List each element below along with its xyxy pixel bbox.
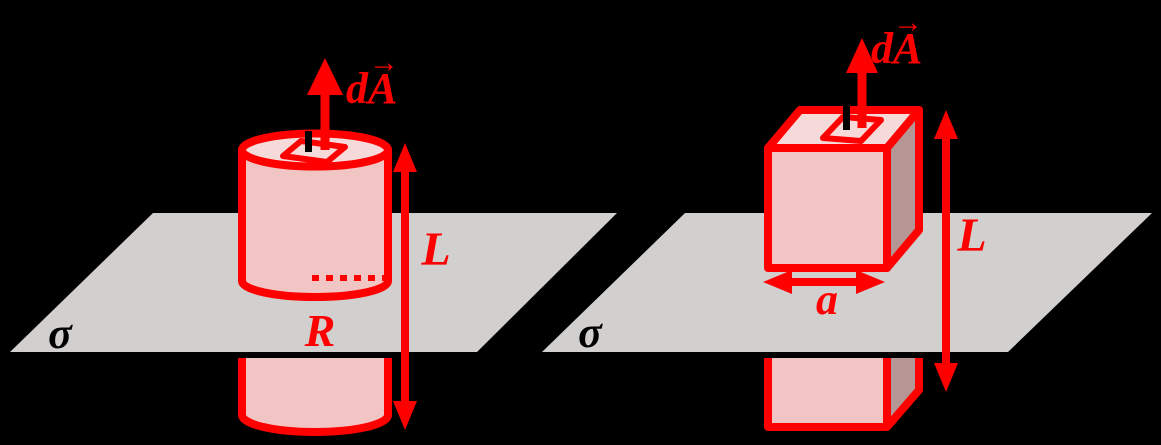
left-length-label: L [420,223,450,276]
left-length-arrow-head-top [393,143,417,172]
left-cylinder-lower-body [242,358,388,432]
right-sigma-label: σ [578,308,603,357]
left-area-vector-label: dA [346,64,397,113]
left-cylinder-top-cap [238,129,392,171]
left-radius-label: R [304,305,336,356]
right-length-arrow-head-top [934,110,958,139]
right-area-vector-arrow [846,38,878,128]
right-area-vector-overbar: → [893,6,923,39]
right-length-arrow [934,110,958,392]
right-box-front-face [764,144,891,272]
right-length-arrow-head-bottom [934,363,958,392]
right-box-lower-front [768,358,887,427]
right-area-element-normal-stub [843,104,850,130]
left-cylinder-lower-outline [238,358,392,436]
left-cylinder-body [238,146,392,301]
left-area-vector-overbar: → [369,46,399,79]
left-area-element-normal-stub [305,131,312,152]
right-area-vector-head [846,38,878,73]
left-length-arrow-head-bottom [393,401,417,430]
left-cylinder-lower [238,358,392,436]
right-side-length-label: a [816,275,838,324]
left-cylinder-upper [238,129,392,301]
right-area-vector-label: dA [871,24,922,73]
right-box-lower [764,358,923,431]
left-length-arrow [393,143,417,430]
right-length-label: L [956,209,986,262]
left-area-vector-arrow [307,58,343,150]
right-side-length-arrow [763,270,885,294]
left-area-element-patch [280,138,348,165]
right-side-length-arrow-head-left [763,270,792,294]
right-box-lower-side [887,358,919,427]
right-box-upper [764,104,923,272]
right-side-length-arrow-head-right [856,270,885,294]
left-area-vector-head [307,58,343,95]
right-area-element-patch [820,114,884,144]
left-sigma-label: σ [48,309,73,358]
